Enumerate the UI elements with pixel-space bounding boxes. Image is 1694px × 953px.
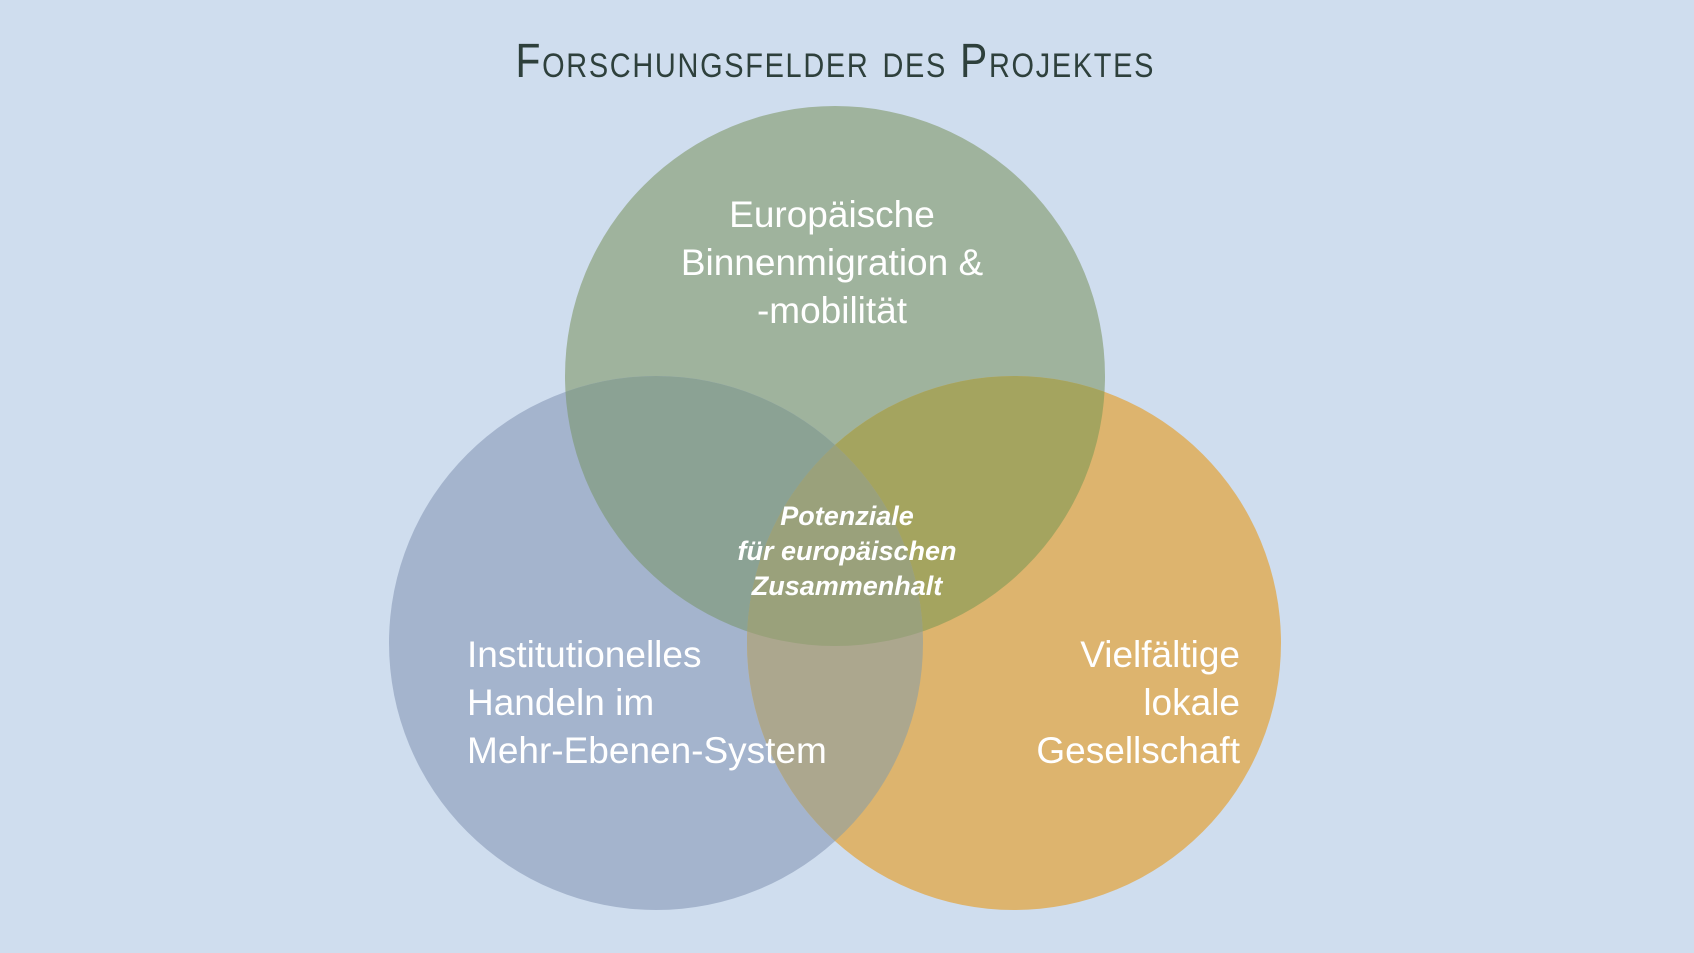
label-center-line2: für europäischen [737,536,957,566]
label-center-line3: Zusammenhalt [751,571,943,601]
label-center-line1: Potenziale [780,501,914,531]
overlap-top-left [565,376,923,646]
label-top-circle: Europäische Binnenmigration & -mobilität [632,191,1032,335]
page-title-text: Forschungsfelder des Projektes [515,35,1155,88]
overlap-top-right [747,376,1105,646]
label-left-line1: Institutionelles [467,634,702,675]
label-left-circle: Institutionelles Handeln im Mehr-Ebenen-… [467,631,827,775]
label-top-line3: -mobilität [756,290,908,331]
label-left-line2: Handeln im [467,682,655,723]
page-title: Forschungsfelder des Projektes [0,34,1670,89]
label-right-circle: Vielfältige lokale Gesellschaft [890,631,1240,775]
label-top-line2: Binnenmigration & [680,242,984,283]
label-right-line1: Vielfältige [1080,634,1240,675]
label-left-line3: Mehr-Ebenen-System [467,730,827,771]
label-center-overlap: Potenziale für europäischen Zusammenhalt [697,499,997,604]
label-right-line2: lokale [1143,682,1240,723]
label-right-line3: Gesellschaft [1036,730,1240,771]
label-top-line1: Europäische [729,194,935,235]
